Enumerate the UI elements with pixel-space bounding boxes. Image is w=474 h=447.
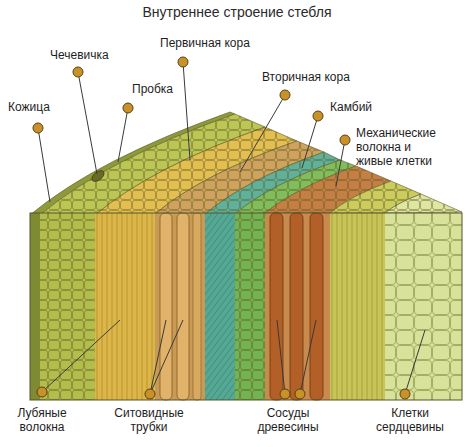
part-label: Механические волокна и живые клетки bbox=[356, 126, 444, 168]
part-label: Чечевичка bbox=[50, 48, 109, 62]
part-label: Клетки сердцевины bbox=[368, 406, 452, 434]
front-face bbox=[30, 213, 462, 400]
part-label: Кожица bbox=[8, 100, 50, 114]
part-label: Сосуды древесины bbox=[250, 406, 326, 434]
part-label: Лубяные волокна bbox=[10, 406, 74, 434]
leader-lines bbox=[38, 62, 425, 394]
part-label: Ситовидные трубки bbox=[108, 406, 190, 434]
leader-dots bbox=[33, 57, 410, 399]
lenticel bbox=[90, 169, 106, 184]
part-label: Пробка bbox=[132, 82, 173, 96]
part-label: Камбий bbox=[330, 100, 372, 114]
title: Внутреннее строение стебля bbox=[0, 4, 474, 20]
part-label: Вторичная кора bbox=[262, 70, 350, 84]
part-label: Первичная кора bbox=[160, 36, 250, 50]
